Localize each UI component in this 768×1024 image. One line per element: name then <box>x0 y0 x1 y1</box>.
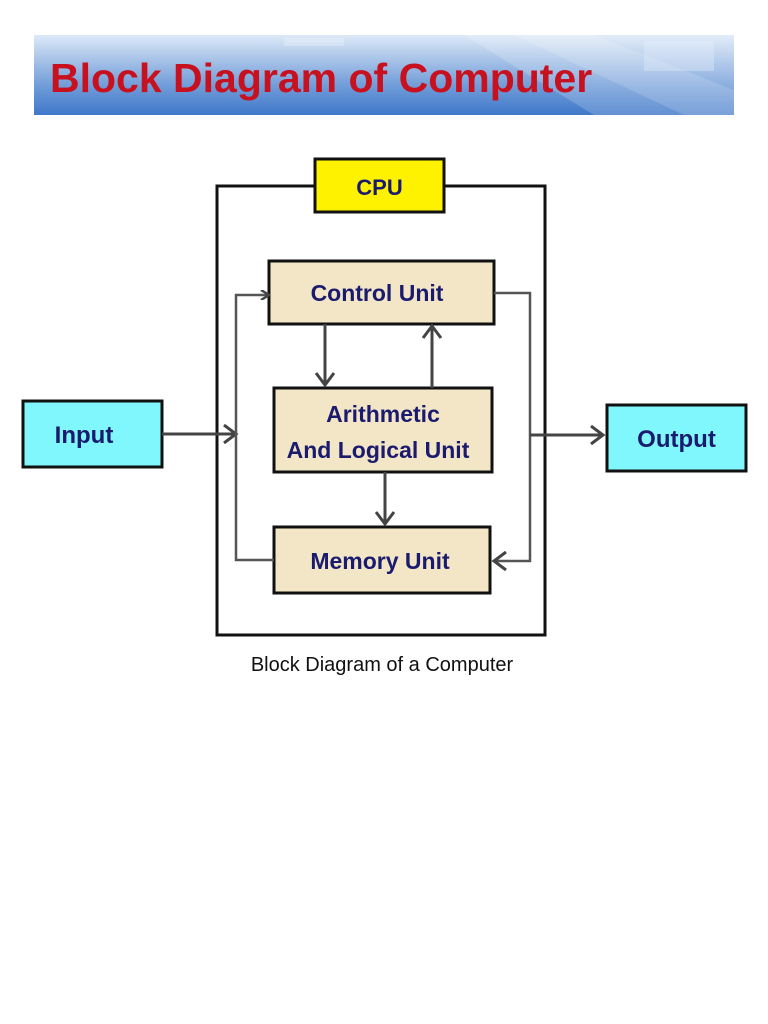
input-box <box>21 399 164 469</box>
alu-label-line2: And Logical Unit <box>287 437 470 463</box>
banner-background-decoration <box>284 35 734 115</box>
arrow-control-to-memory <box>494 291 532 561</box>
arrow-memory-to-control-unit <box>234 295 274 562</box>
cpu-tag-box <box>313 157 446 214</box>
block-diagram: CPU Input Output Control Unit Arithmetic… <box>21 157 748 676</box>
output-label: Output <box>637 426 716 453</box>
title-banner: Block Diagram of Computer <box>34 35 734 115</box>
alu-box <box>272 386 494 474</box>
page-title: Block Diagram of Computer <box>50 55 593 101</box>
memory-unit-label: Memory Unit <box>310 548 450 574</box>
output-box <box>605 403 748 473</box>
control-unit-label: Control Unit <box>311 280 444 306</box>
diagram-caption: Block Diagram of a Computer <box>251 654 514 676</box>
cpu-label: CPU <box>356 175 402 200</box>
input-label: Input <box>55 422 114 449</box>
alu-label-line1: Arithmetic <box>326 401 440 427</box>
